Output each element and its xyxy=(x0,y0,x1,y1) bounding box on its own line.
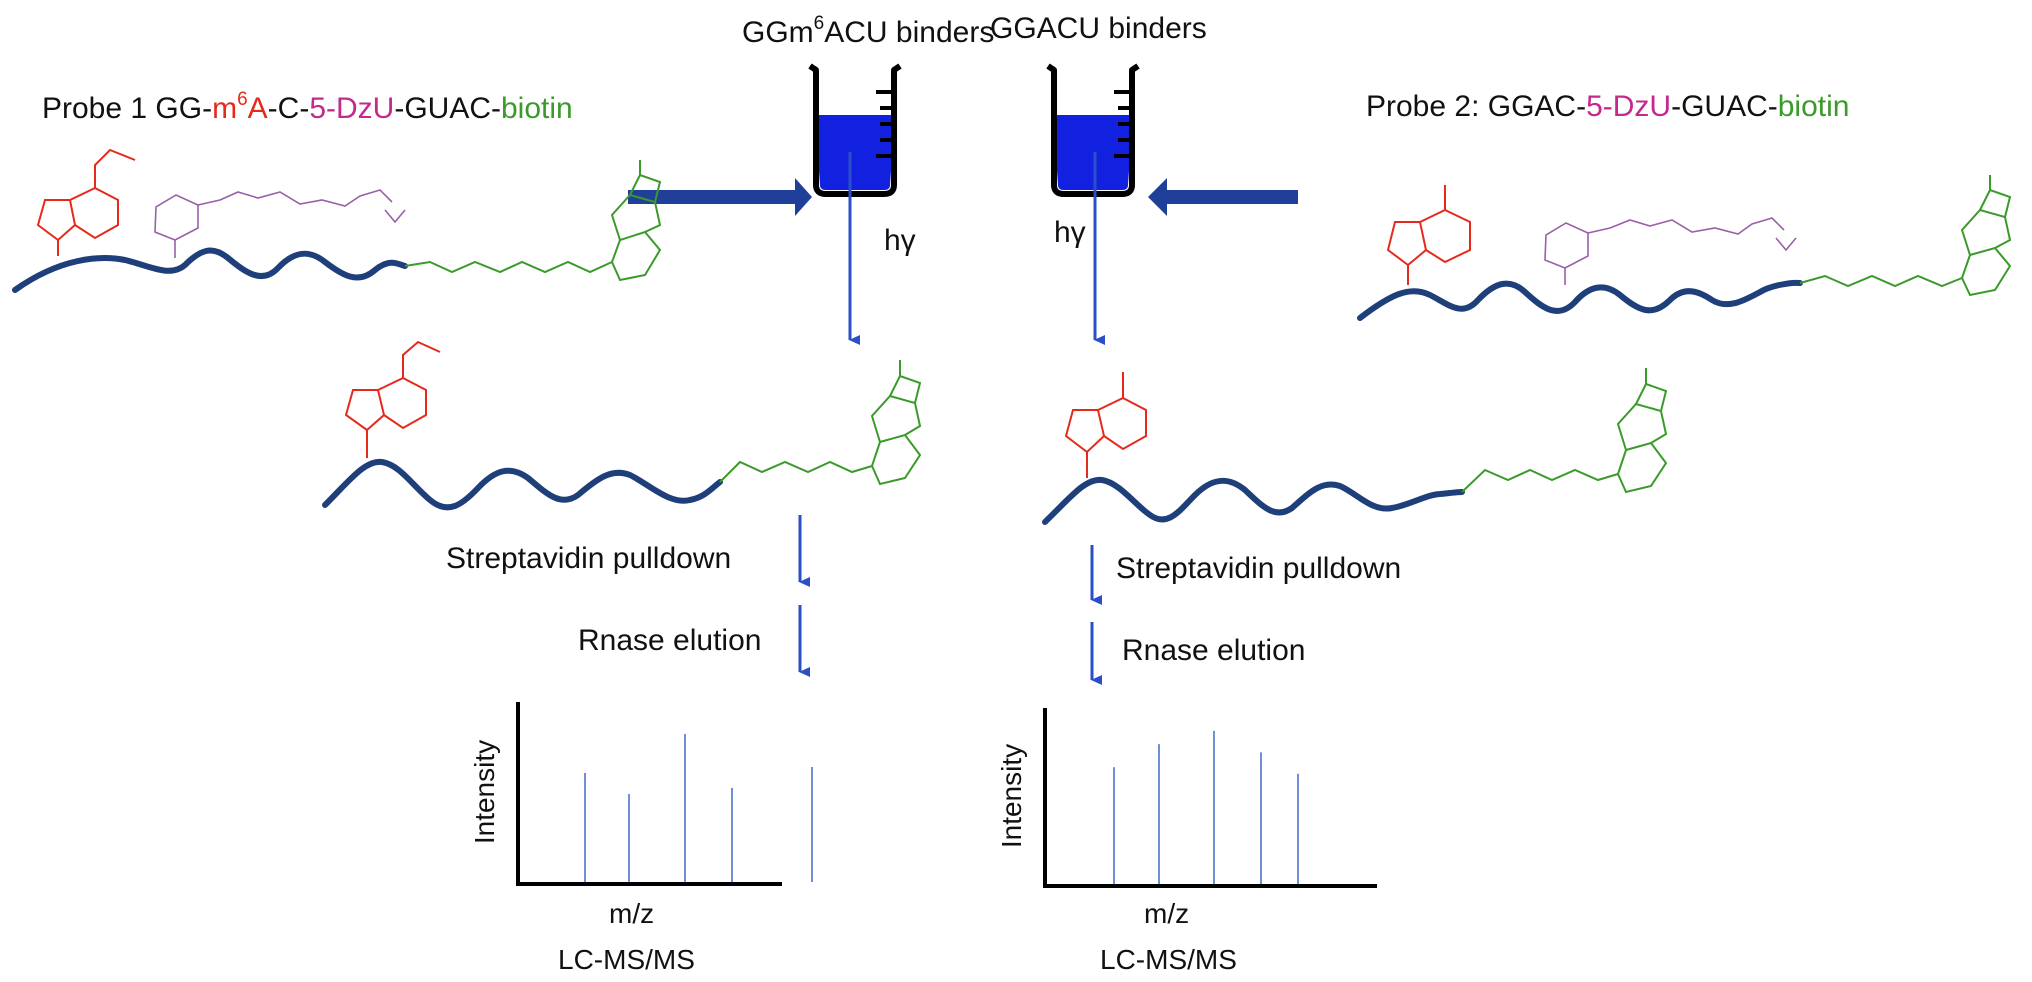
beaker-left-label: GGm6ACU binders xyxy=(742,13,995,49)
pulldown-label-right: Streptavidin pulldown xyxy=(1116,552,1402,585)
biotin-linker xyxy=(1799,274,1963,288)
spectrum-right-ylabel: Intensity xyxy=(996,743,1028,849)
biotin-ring xyxy=(1616,368,1668,494)
dzu-base xyxy=(1544,217,1797,285)
probe1-label: Probe 1 GG-m6A-C-5-DzU-GUAC-biotin xyxy=(42,89,573,125)
biotin-ring xyxy=(610,160,662,282)
crosslinked-product-left xyxy=(322,340,922,511)
arrow-left-icon xyxy=(1148,178,1298,216)
biotin-linker xyxy=(1461,468,1619,493)
adenine-base xyxy=(1064,372,1147,478)
spectrum-right-peaks xyxy=(1113,730,1299,884)
spectrum-right-caption: LC-MS/MS xyxy=(1100,944,1237,975)
spectrum-left-ylabel: Intensity xyxy=(469,739,501,845)
dzu-base xyxy=(154,189,406,258)
rna-strand xyxy=(1357,279,1803,321)
spectrum-left-axes xyxy=(516,702,782,886)
biotin-ring xyxy=(870,360,922,486)
pulldown-label-left: Streptavidin pulldown xyxy=(446,542,732,575)
spectrum-left-caption: LC-MS/MS xyxy=(558,944,695,975)
rna-strand xyxy=(12,247,408,293)
probe2-molecule xyxy=(1357,175,2012,321)
rna-strand xyxy=(1042,476,1465,525)
biotin-ring xyxy=(1960,175,2012,297)
biotin-linker xyxy=(404,260,613,274)
beaker-icon xyxy=(808,63,902,197)
spectrum-left-xlabel: m/z xyxy=(609,898,655,929)
arrow-right-icon xyxy=(628,178,812,216)
probe1-molecule xyxy=(12,148,662,293)
biotin-linker xyxy=(719,460,873,483)
adenine-base xyxy=(1386,185,1471,285)
beaker-right-label: GGACU binders xyxy=(990,12,1207,45)
elution-label-right: Rnase elution xyxy=(1122,634,1306,667)
photoactivation-label-left: hγ xyxy=(884,224,916,257)
probe2-label: Probe 2: GGAC-5-DzU-GUAC-biotin xyxy=(1366,90,1850,123)
m6a-base xyxy=(344,340,441,458)
spectrum-left-peaks xyxy=(584,734,813,882)
photoactivation-label-right: hγ xyxy=(1054,216,1086,249)
spectrum-right-xlabel: m/z xyxy=(1144,898,1190,929)
spectrum-right-axes xyxy=(1043,708,1377,888)
m6a-base xyxy=(36,148,136,256)
rna-strand xyxy=(322,458,723,511)
crosslinked-product-right xyxy=(1042,368,1668,525)
elution-label-left: Rnase elution xyxy=(578,624,762,657)
beaker-icon xyxy=(1046,63,1140,197)
